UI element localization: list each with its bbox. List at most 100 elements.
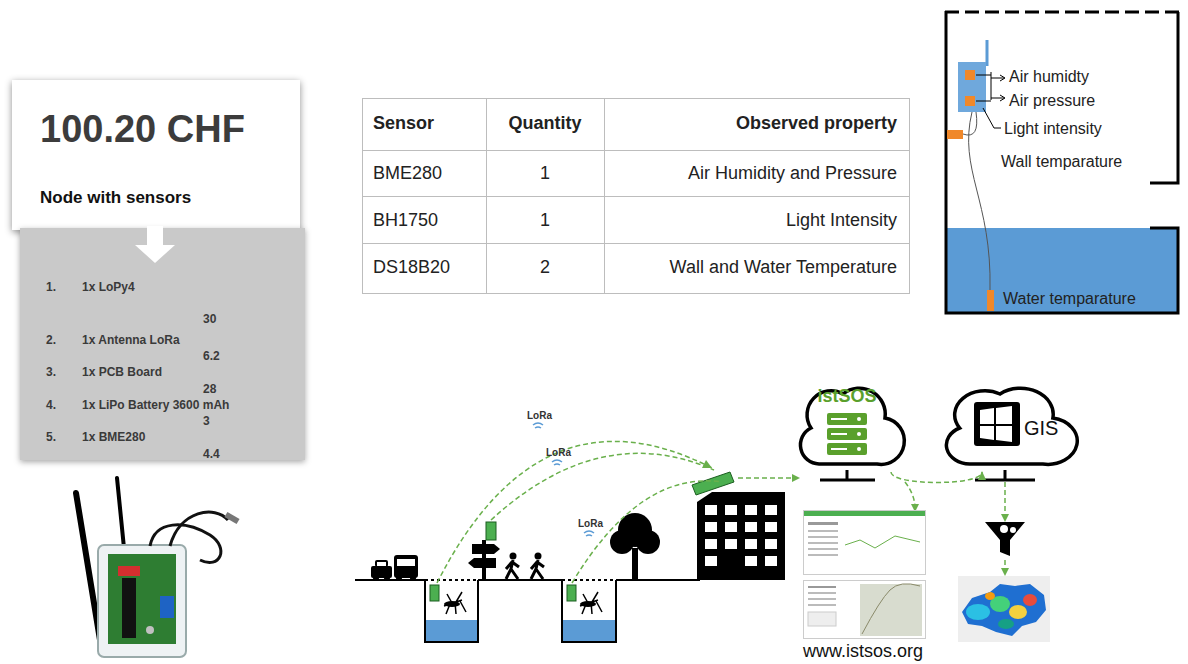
list-number: 1.: [46, 281, 56, 295]
street-scene: [373, 575, 379, 581]
street-scene: [567, 585, 576, 601]
card-subtitle: Node with sensors: [40, 188, 191, 208]
street-scene: [472, 544, 500, 554]
down-arrow: [135, 245, 175, 263]
street-scene: [705, 556, 717, 566]
item-price: 6.2: [203, 350, 220, 364]
sensor-table-grid: [362, 150, 910, 151]
filter-funnel-icon: [1010, 527, 1016, 533]
street-scene: [486, 522, 496, 540]
server-stack-icon: [831, 418, 847, 420]
sensor-node-photo: [122, 578, 136, 638]
street-scene: [745, 539, 757, 549]
table-cell: Light Intensity: [605, 210, 897, 231]
server-stack-icon: [827, 413, 867, 425]
street-scene: [510, 553, 517, 560]
down-arrow: [147, 226, 163, 246]
street-scene: [725, 539, 737, 549]
table-cell: 1: [486, 210, 604, 231]
street-scene: [705, 505, 777, 566]
sensor-node-photo: [146, 626, 154, 634]
server-stack-icon: [831, 448, 847, 450]
server-stack-icon: [857, 432, 861, 436]
server-stack-icon: [820, 470, 875, 480]
street-scene: [765, 505, 777, 515]
gis-cloud: GIS: [942, 372, 1068, 472]
list-number: 3.: [46, 366, 56, 380]
street-scene: [765, 522, 777, 532]
dashed-data-flows: [491, 453, 714, 520]
street-scene: [580, 601, 596, 607]
lora-label: LoRa: [578, 518, 603, 530]
tank-cross-section: [987, 290, 994, 311]
street-scene: [384, 575, 390, 581]
sensor-node-photo: [117, 478, 124, 548]
list-item: 1x LiPo Battery 3600 mAh: [82, 399, 229, 413]
tank-cross-section: [947, 228, 1177, 312]
server-stack-icon: [831, 433, 847, 435]
list-item: 1x Antenna LoRa: [82, 334, 180, 348]
sensor-node-photo: [118, 566, 140, 576]
tank-cross-section: [969, 112, 990, 290]
web-screenshots: [808, 592, 836, 594]
street-scene: [430, 585, 439, 601]
item-price: 28: [203, 383, 216, 397]
web-screenshots: [808, 548, 838, 550]
swiss-map-thumbnail: [958, 576, 1050, 642]
dashed-data-flows: [437, 441, 712, 583]
item-price: 4.4: [203, 448, 220, 462]
street-scene: [705, 505, 717, 515]
web-screenshots: [808, 604, 836, 606]
street-scene: [425, 580, 478, 642]
sensor-node-photo: [160, 596, 174, 618]
sensor-table-grid: [604, 98, 605, 294]
street-scene: [725, 505, 737, 515]
gis-window-icon: [974, 402, 1020, 446]
gis-window-icon: [980, 406, 1012, 442]
price-card: 100.20 CHFNode with sensors: [12, 80, 300, 230]
sensor-callout: Air humidty: [1009, 68, 1089, 86]
server-stack-icon: [857, 447, 861, 451]
flow-arrowheads: [702, 460, 712, 468]
lora-label: LoRa: [527, 410, 552, 422]
lora-signal-icons: [552, 460, 562, 465]
dashed-data-flows: [1004, 482, 1006, 518]
swiss-map-thumbnail: [966, 604, 990, 620]
flow-arrowheads: [702, 460, 1009, 576]
dashed-data-flows: [738, 477, 796, 479]
table-cell: DS18B20: [373, 257, 450, 278]
server-stack-icon: [827, 443, 867, 455]
down-arrow: [135, 226, 175, 263]
street-scene: [355, 579, 700, 581]
swiss-map-thumbnail: [958, 576, 1050, 642]
sensor-callout: Light intensity: [1004, 120, 1102, 138]
street-scene: [410, 575, 416, 581]
table-cell: 1: [486, 163, 604, 184]
sensor-node-photo: [170, 512, 228, 546]
tank-cross-section: [945, 11, 1179, 14]
street-scene: [444, 601, 460, 607]
street-scene: [535, 553, 542, 560]
sensor-callout: Water temparature: [1003, 290, 1136, 308]
web-screenshots: [808, 530, 838, 532]
swiss-map-thumbnail: [958, 576, 1050, 642]
list-number: 2.: [46, 334, 56, 348]
street-scene: [580, 592, 602, 614]
swiss-map-thumbnail: [998, 619, 1014, 629]
table-cell: BME280: [373, 163, 442, 184]
istsos-cloud: istSOS: [797, 372, 897, 472]
sensor-table-grid: [486, 98, 487, 294]
street-scene: [745, 505, 757, 515]
web-screenshots: [808, 586, 836, 588]
table-cell: Wall and Water Temperature: [605, 257, 897, 278]
street-scene: [705, 539, 717, 549]
web-screenshots: [804, 511, 926, 575]
web-screenshots: [845, 536, 920, 548]
web-screenshots: [808, 612, 836, 626]
table-cell: Air Humidity and Pressure: [605, 163, 897, 184]
lora-signal-icons: [584, 531, 594, 536]
lora-label: LoRa: [546, 447, 571, 459]
street-scene: [377, 562, 386, 566]
sensor-node-photo: [98, 545, 186, 657]
table-header: Observed property: [605, 113, 897, 134]
